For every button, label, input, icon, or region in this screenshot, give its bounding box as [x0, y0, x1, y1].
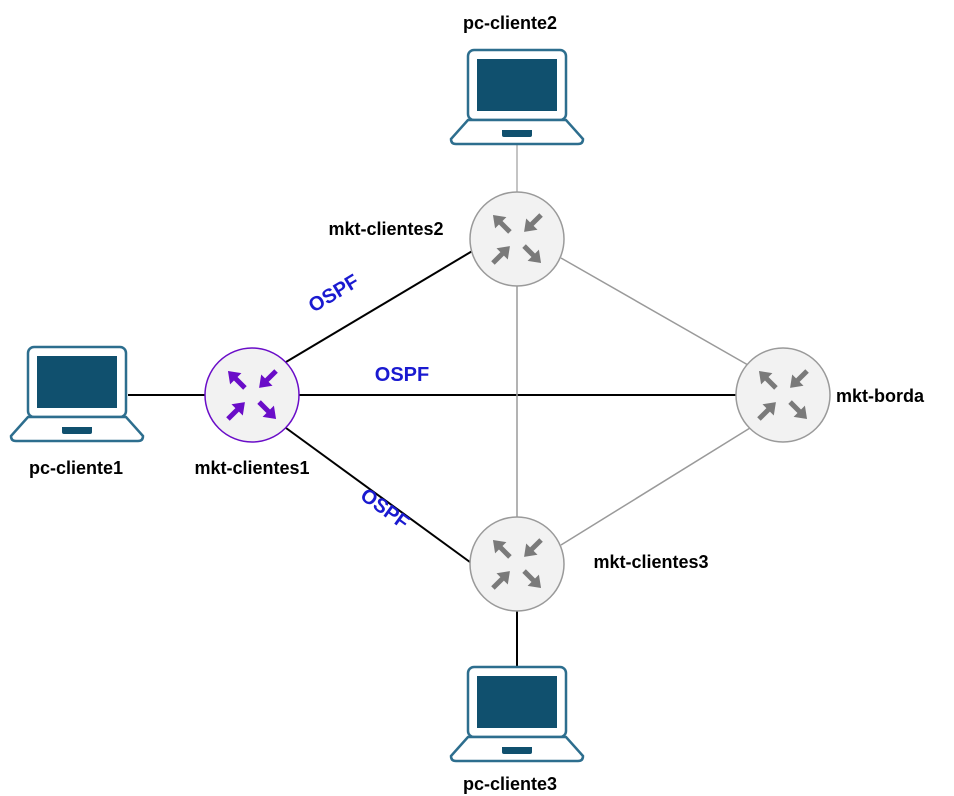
ospf-label-clientes2: OSPF — [305, 270, 363, 317]
link-clientes2-borda — [560, 257, 749, 366]
router-mkt-borda[interactable] — [735, 347, 831, 443]
laptop-pc-cliente1[interactable] — [9, 345, 145, 443]
label-mkt-clientes1: mkt-clientes1 — [194, 458, 309, 478]
laptop-pc-cliente2[interactable] — [449, 48, 585, 146]
link-clientes3-borda — [560, 427, 751, 546]
label-pc-cliente3: pc-cliente3 — [463, 774, 557, 794]
label-mkt-borda: mkt-borda — [836, 386, 925, 406]
laptop-icon — [449, 665, 585, 763]
laptop-icon — [449, 48, 585, 146]
router-mkt-clientes2[interactable] — [469, 191, 565, 287]
ospf-label-clientes3: OSPF — [356, 484, 413, 534]
router-mkt-clientes3[interactable] — [469, 516, 565, 612]
ospf-label-borda: OSPF — [375, 364, 429, 386]
link-clientes1-clientes2 — [285, 249, 475, 363]
link-clientes1-clientes3 — [285, 427, 475, 566]
router-mkt-clientes1[interactable] — [204, 347, 300, 443]
label-pc-cliente1: pc-cliente1 — [29, 458, 123, 478]
label-mkt-clientes3: mkt-clientes3 — [593, 552, 708, 572]
label-pc-cliente2: pc-cliente2 — [463, 13, 557, 33]
laptop-pc-cliente3[interactable] — [449, 665, 585, 763]
label-mkt-clientes2: mkt-clientes2 — [328, 219, 443, 239]
laptop-icon — [9, 345, 145, 443]
links — [128, 138, 751, 668]
